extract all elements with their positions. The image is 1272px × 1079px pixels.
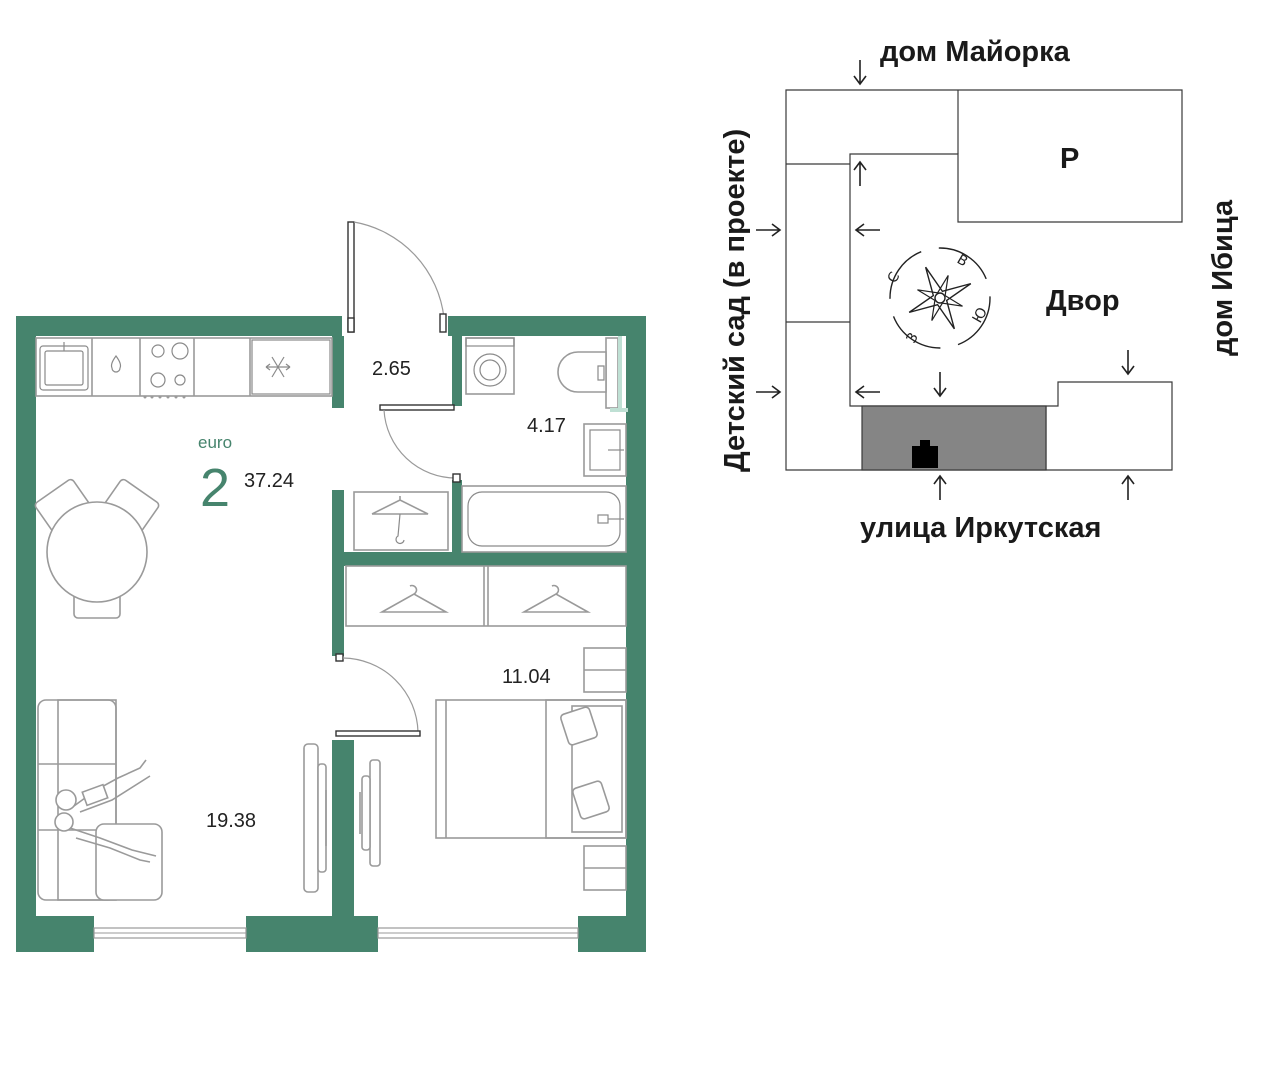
bathroom-door xyxy=(379,404,461,483)
outer-wall-bottom-1 xyxy=(16,916,94,952)
outer-wall-top-left xyxy=(16,316,342,336)
area-bedroom: 11.04 xyxy=(502,666,551,688)
dining-table xyxy=(34,478,160,619)
site-plan: С В Ю З дом Майорка улица Иркутская Детс… xyxy=(719,36,1239,544)
interior-wall-closet xyxy=(452,480,462,552)
dishwasher-icon xyxy=(110,354,122,373)
arrow-right-icon xyxy=(756,223,782,237)
stove-icon xyxy=(150,342,189,388)
outer-wall-bottom-3 xyxy=(578,916,646,952)
interior-wall-bath-bottom xyxy=(344,552,626,566)
arrow-left-icon xyxy=(854,385,880,399)
arrow-down-icon xyxy=(933,372,947,398)
highlighted-building xyxy=(861,405,1047,471)
label-parking: P xyxy=(1060,143,1079,175)
counter-legs xyxy=(143,395,186,399)
interior-wall-bedroom xyxy=(332,740,354,916)
outer-wall-top-right xyxy=(448,316,646,336)
outer-wall-right xyxy=(626,316,646,952)
bed xyxy=(435,699,627,839)
arrow-down-icon xyxy=(853,60,867,86)
bedroom-door xyxy=(335,653,421,737)
apartment-plan: euro 2 37.24 2.65 4.17 11.04 19.38 xyxy=(16,221,646,952)
outer-wall-left xyxy=(16,316,36,952)
tv-living xyxy=(303,743,327,893)
arrow-up-icon xyxy=(853,160,867,186)
site-arrows xyxy=(756,60,1135,500)
sink-icon xyxy=(39,342,89,391)
compass-icon: С В Ю З xyxy=(885,247,991,349)
compass-yu: Ю xyxy=(970,305,991,326)
entrance-marker xyxy=(912,446,938,468)
room-count: 2 xyxy=(200,458,230,518)
bedroom-wardrobe xyxy=(345,565,627,627)
label-east: дом Ибица xyxy=(1207,199,1239,356)
fridge-icon xyxy=(251,339,331,395)
window-living xyxy=(93,927,247,939)
arrow-left-icon xyxy=(854,223,880,237)
apartment-type-label: euro xyxy=(198,433,232,452)
label-yard: Двор xyxy=(1046,285,1120,317)
washing-machine-icon xyxy=(465,337,515,395)
person-icon xyxy=(54,759,157,863)
washbasin-icon xyxy=(583,423,627,477)
area-living-kitchen: 19.38 xyxy=(206,810,256,832)
total-area: 37.24 xyxy=(244,470,294,492)
arrow-down-icon xyxy=(1121,350,1135,376)
area-hall: 2.65 xyxy=(372,358,411,380)
nightstand-bottom xyxy=(583,845,627,891)
compass-v: В xyxy=(954,252,970,271)
interior-wall-hall-mid xyxy=(332,490,344,656)
window-bedroom xyxy=(377,927,579,939)
outer-wall-bottom-2 xyxy=(246,916,378,952)
compass-s: С xyxy=(885,269,904,286)
entrance-door xyxy=(347,221,447,333)
area-bathroom: 4.17 xyxy=(527,415,566,437)
label-north: дом Майорка xyxy=(880,36,1071,68)
label-south: улица Иркутская xyxy=(860,512,1101,544)
interior-wall-bath-left xyxy=(452,336,462,406)
nightstand-top xyxy=(583,647,627,693)
arrow-up-icon xyxy=(933,474,947,500)
arrow-up-icon xyxy=(1121,474,1135,500)
label-west: Детский сад (в проекте) xyxy=(719,129,751,472)
arrow-right-icon xyxy=(756,385,782,399)
site-buildings xyxy=(785,89,1183,471)
interior-wall-hall-upper xyxy=(332,336,344,408)
tv-bedroom xyxy=(359,759,381,867)
toilet-icon xyxy=(557,336,628,412)
bathtub-icon xyxy=(461,485,627,553)
hall-closet xyxy=(353,491,449,551)
